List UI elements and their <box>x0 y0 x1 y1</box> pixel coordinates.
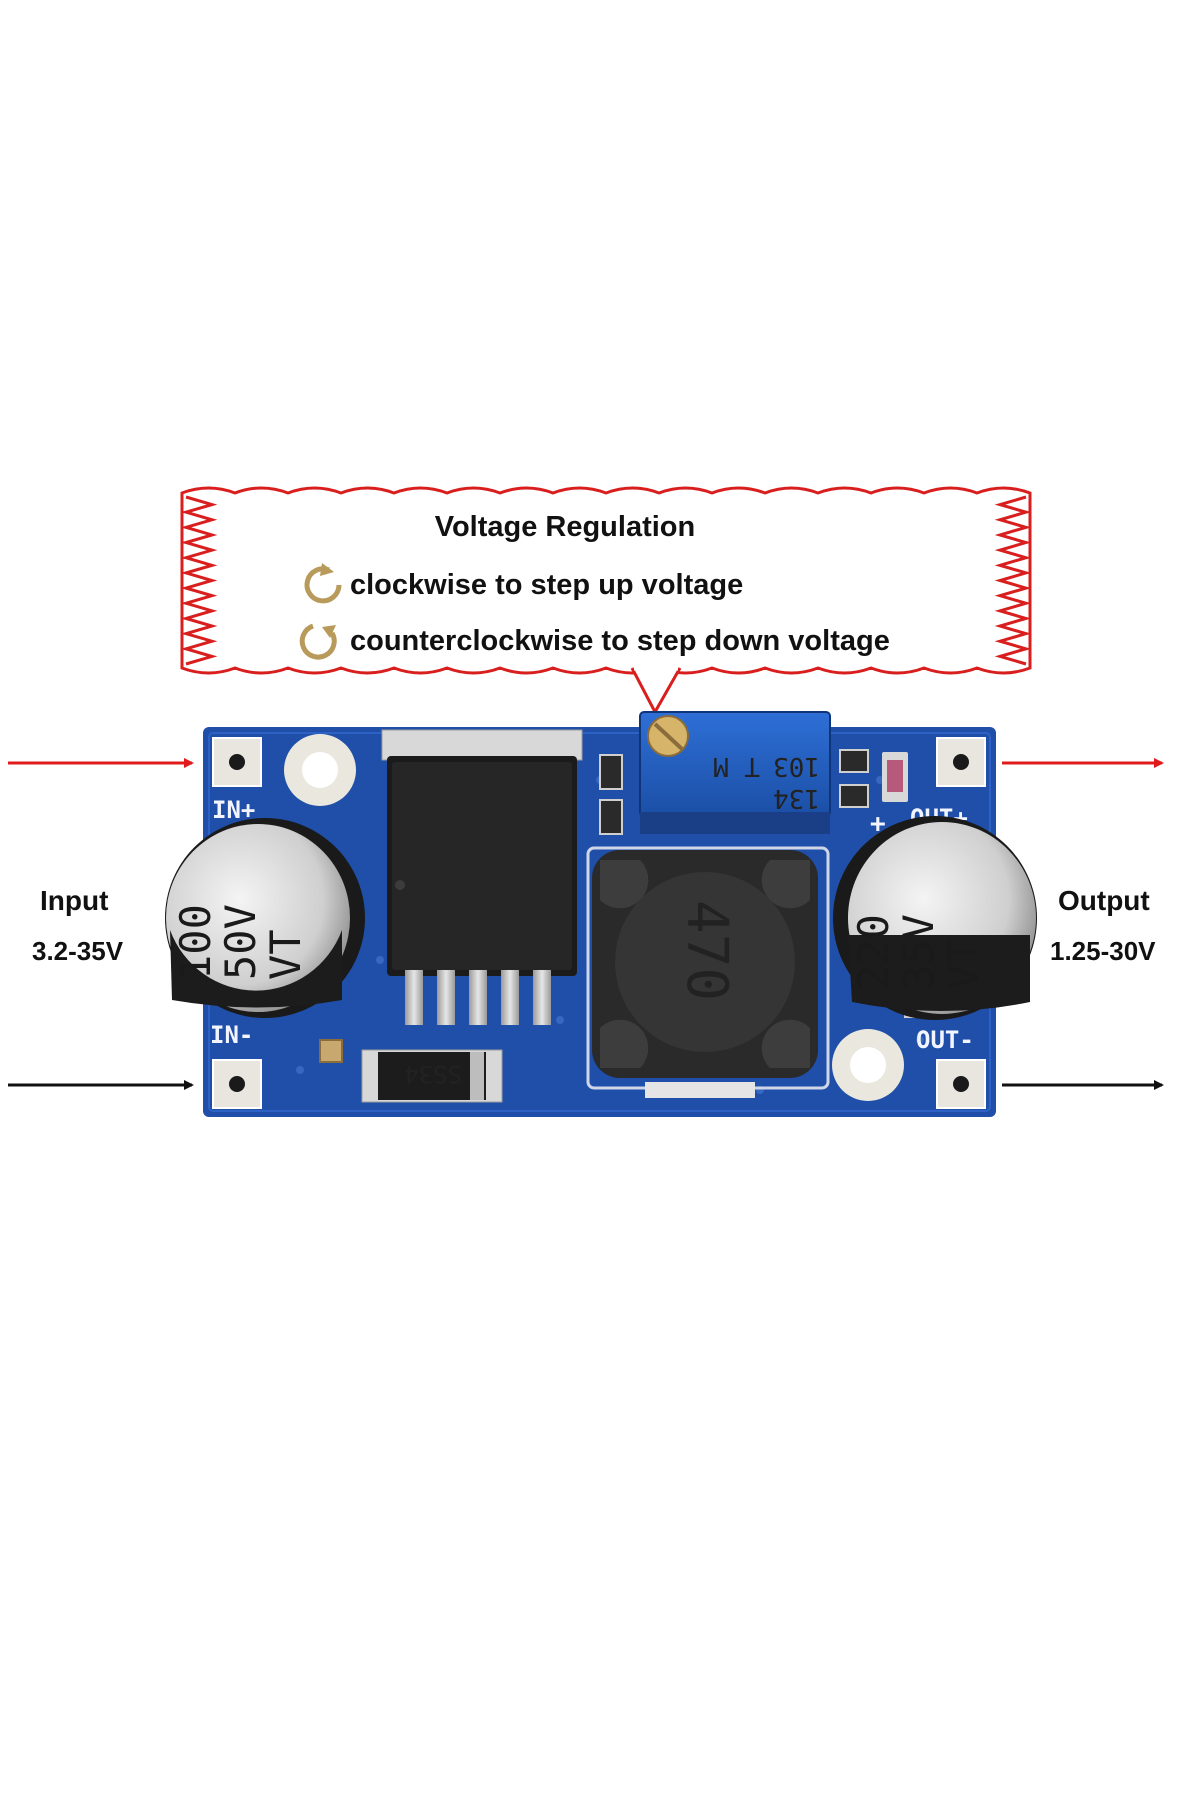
callout-zigzag-right <box>994 495 1032 666</box>
mounting-hole-top <box>284 734 356 806</box>
callout-zigzag-left <box>180 495 218 666</box>
clockwise-instruction: clockwise to step up voltage <box>350 569 743 601</box>
output-label: Output <box>1058 885 1150 916</box>
input-label: Input <box>40 885 108 916</box>
callout-wavy-border <box>180 486 1032 675</box>
silk-in-minus: IN- <box>210 1021 253 1049</box>
clockwise-arrow-icon <box>304 563 342 604</box>
output-cap-voltage: 35V <box>894 914 943 990</box>
pad-in-minus <box>212 1059 262 1109</box>
silk-in-plus: IN+ <box>212 796 255 824</box>
trimmer-potentiometer[interactable]: 103 T M 134 <box>639 711 831 834</box>
output-cap-brand: VT <box>939 939 988 990</box>
input-capacitor: 100 50V VT <box>165 818 365 1018</box>
output-range: 1.25-30V <box>1050 936 1156 966</box>
input-cap-voltage: 50V <box>216 904 265 980</box>
silk-out-minus: OUT- <box>916 1026 974 1054</box>
regulator-ic <box>381 729 583 1025</box>
pot-code-top: 103 <box>773 751 820 781</box>
adjustment-screw-icon[interactable] <box>647 715 689 757</box>
pot-code-mid: T M <box>713 751 760 781</box>
pot-code-bottom: 134 <box>773 783 820 813</box>
pcb-board: IN+ IN- OUT+ OUT- + <box>165 711 1037 1117</box>
input-range: 3.2-35V <box>32 936 124 966</box>
output-capacitor: 220 35V VT <box>833 816 1037 1020</box>
pad-out-plus <box>936 737 986 787</box>
counterclockwise-arrow-icon <box>299 623 337 660</box>
power-led <box>882 752 908 802</box>
schottky-diode: SS34 <box>361 1049 503 1103</box>
output-cap-value: 220 <box>849 914 898 990</box>
mounting-hole-bottom <box>832 1029 904 1101</box>
callout-pointer <box>630 667 682 716</box>
voltage-regulation-callout: Voltage Regulation clockwise to step up … <box>180 486 1032 716</box>
inductor: 470 <box>586 846 830 1098</box>
input-cap-value: 100 <box>171 904 220 980</box>
pad-out-minus <box>936 1059 986 1109</box>
diode-code: SS34 <box>404 1060 462 1088</box>
callout-title: Voltage Regulation <box>435 511 695 543</box>
pad-in-plus <box>212 737 262 787</box>
counterclockwise-instruction: counterclockwise to step down voltage <box>350 625 890 657</box>
regulator-pins <box>405 970 551 1025</box>
input-cap-brand: VT <box>261 929 310 980</box>
inductor-code: 470 <box>674 900 739 1001</box>
